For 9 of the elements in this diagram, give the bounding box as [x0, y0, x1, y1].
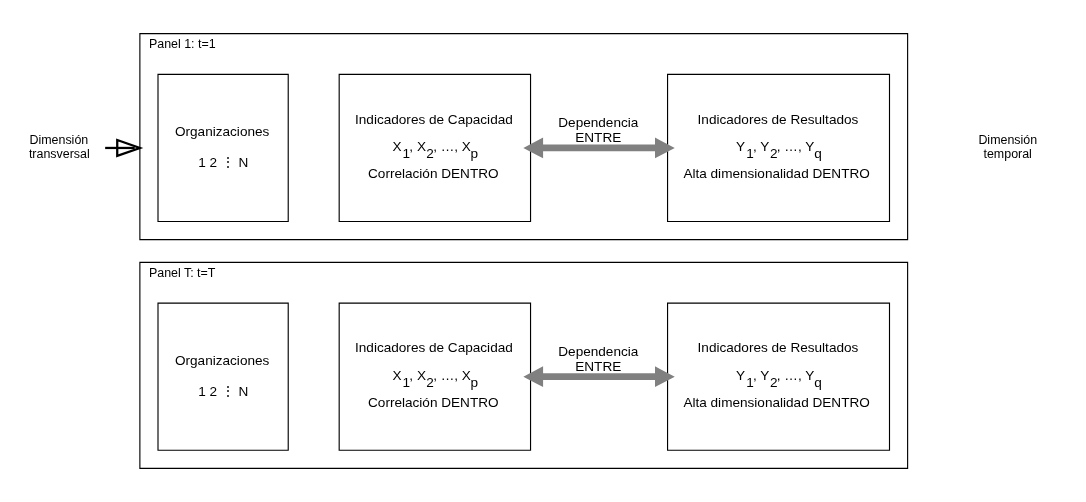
arrow [523, 137, 675, 159]
node-box: Organizaciones 1 2 ⋮ N [157, 302, 289, 451]
node-box: Organizaciones 1 2 ⋮ N [157, 73, 289, 223]
edge-label: Dependencia ENTRE [558, 343, 639, 374]
arrow [105, 138, 144, 158]
node-text: Dimensión transversal [28, 133, 90, 161]
edge-label: Dependencia ENTRE [558, 115, 639, 145]
arrow [523, 366, 675, 388]
label: Dimensión temporal [978, 133, 1038, 161]
